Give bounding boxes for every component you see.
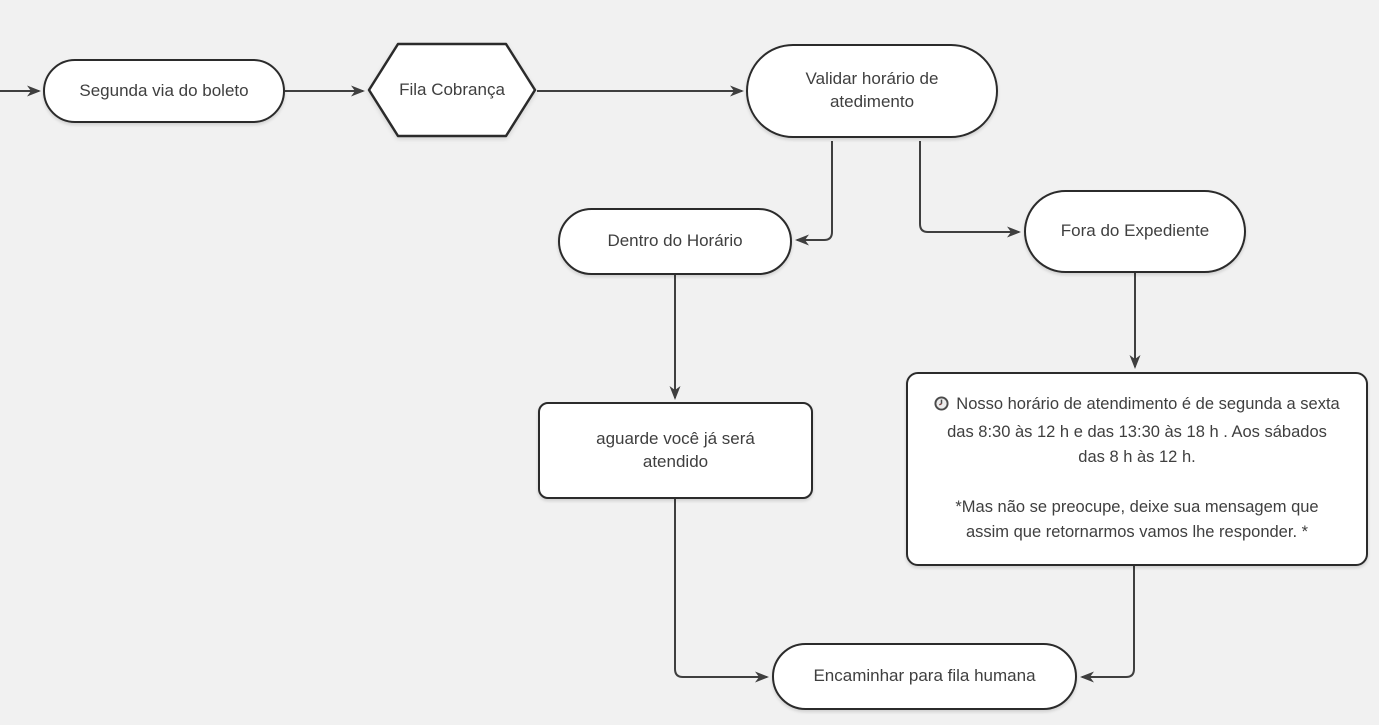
edge-validar-to-fora bbox=[919, 141, 1021, 238]
edge-validar-to-dentro bbox=[795, 141, 833, 246]
node-fila-cobranca[interactable]: Fila Cobrança bbox=[367, 42, 537, 138]
node-validar-horario[interactable]: Validar horário de atedimento bbox=[746, 44, 998, 138]
hexagon-shape bbox=[367, 42, 537, 138]
node-segunda-via-do-boleto[interactable]: Segunda via do boleto bbox=[43, 59, 285, 123]
node-aguarde-atendimento[interactable]: aguarde você já será atendido bbox=[538, 402, 813, 499]
node-mensagem-horario-atendimento[interactable]: Nosso horário de atendimento é de segund… bbox=[906, 372, 1368, 566]
edge-aguarde-to-encaminhar bbox=[674, 499, 769, 683]
message-paragraph-hours: Nosso horário de atendimento é de segund… bbox=[934, 392, 1340, 471]
node-label: aguarde você já será atendido bbox=[596, 428, 755, 471]
clock-icon bbox=[934, 394, 949, 420]
node-label: Encaminhar para fila humana bbox=[813, 666, 1036, 686]
node-label: Fora do Expediente bbox=[1060, 221, 1210, 241]
message-text-hours: Nosso horário de atendimento é de segund… bbox=[947, 395, 1340, 467]
node-label: Fila Cobrança bbox=[399, 80, 505, 99]
node-label: Validar horário de atedimento bbox=[805, 69, 939, 111]
edge-mensagem-to-encaminhar bbox=[1080, 566, 1135, 683]
message-paragraph-reassurance: *Mas não se preocupe, deixe sua mensagem… bbox=[955, 497, 1319, 542]
node-encaminhar-fila-humana[interactable]: Encaminhar para fila humana bbox=[772, 643, 1077, 710]
node-label: Dentro do Horário bbox=[607, 231, 743, 251]
node-dentro-do-horario[interactable]: Dentro do Horário bbox=[558, 208, 792, 275]
node-fora-do-expediente[interactable]: Fora do Expediente bbox=[1024, 190, 1246, 273]
node-label: Segunda via do boleto bbox=[79, 80, 249, 100]
